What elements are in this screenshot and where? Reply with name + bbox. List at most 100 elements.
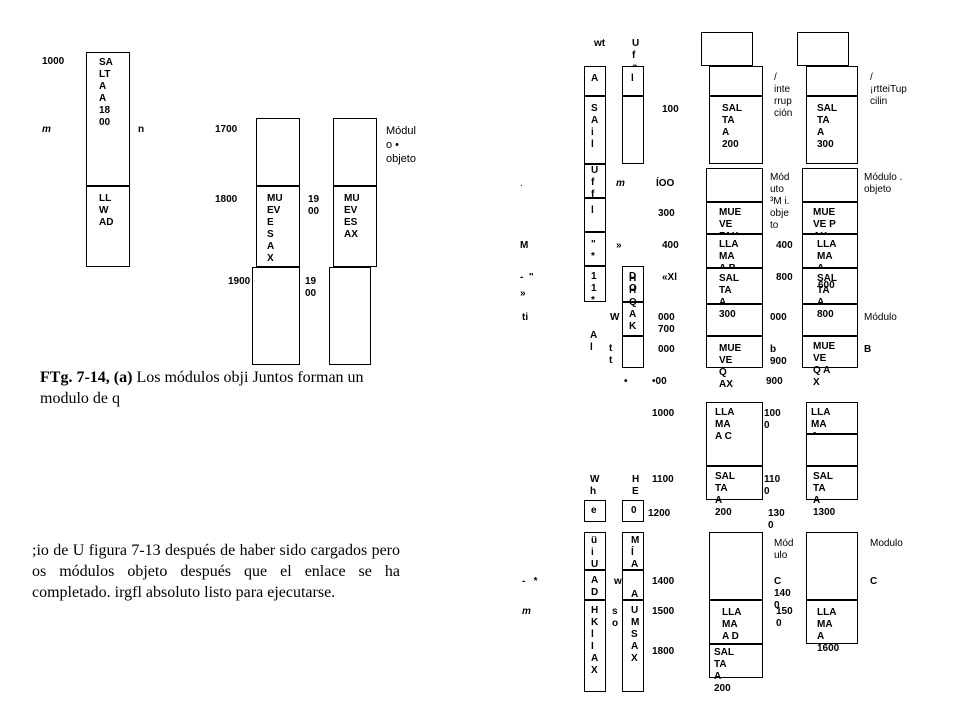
- box-text: l: [591, 205, 594, 216]
- segment-box: [797, 32, 849, 66]
- figure-number: FTg. 7-14, (a): [40, 369, 133, 386]
- box-text: e: [591, 505, 597, 516]
- box-text: U f f: [591, 165, 599, 200]
- box-text: S A i l: [591, 103, 599, 150]
- box-text: LLA MA A 1600: [817, 607, 840, 654]
- segment-text: SA LT A A 18 00: [99, 57, 113, 128]
- address-1700: 1700: [215, 124, 238, 135]
- box-text: H H Q A K: [629, 273, 637, 332]
- label-m: m: [42, 124, 51, 135]
- label-w: w: [614, 576, 622, 587]
- dash-star: - *: [522, 576, 538, 587]
- box-text: A: [591, 73, 599, 84]
- dot-mark: •: [624, 376, 628, 387]
- address-800: 800: [776, 272, 793, 283]
- module-label-d: Modulo: [870, 538, 903, 549]
- module-object-d: Módulo . objeto: [864, 172, 903, 195]
- address-b900: b 900: [770, 344, 787, 367]
- col-a-header: wt: [594, 38, 606, 49]
- narrow-box: M Í A: [622, 532, 644, 570]
- address-1800: 1800: [215, 194, 238, 205]
- segment-text: MU EV E S A X: [267, 193, 283, 264]
- label-M: M: [520, 240, 529, 251]
- address-1000-r: 1000: [652, 408, 675, 419]
- narrow-box: H H Q A K: [622, 273, 644, 336]
- box-text: SAL TA A 800: [817, 273, 837, 320]
- segment-box: SAL TA A 200: [709, 96, 763, 164]
- segment-box: [256, 118, 300, 186]
- label-n: n: [138, 124, 145, 135]
- segment-box: LLA MA A C: [706, 402, 763, 466]
- box-text: SAL TA A 1300: [813, 471, 836, 518]
- dot-mark: .: [520, 178, 523, 189]
- arrow-mark: »: [616, 240, 622, 251]
- label-xl: «Xl: [662, 272, 678, 283]
- segment-box: [802, 268, 858, 304]
- address-400-c: 400: [776, 240, 793, 251]
- segment-box: SAL TA A 200: [709, 644, 763, 694]
- interrupt-note-2: / ¡rtteiTup cilin: [870, 72, 907, 107]
- segment-box: [709, 532, 763, 600]
- address-300: 300: [658, 208, 675, 219]
- narrow-box: 0: [622, 500, 644, 522]
- figure-caption: FTg. 7-14, (a) Los módulos obji Juntos f…: [40, 367, 380, 409]
- segment-box: SA LT A A 18 00: [86, 52, 130, 186]
- label-C: C: [870, 576, 878, 587]
- label-s: s o: [612, 606, 619, 629]
- module-label-r: Módulo: [864, 312, 897, 323]
- narrow-box: ü i U: [584, 532, 606, 570]
- caption-text: Los módulos obji Juntos forman un modulo…: [40, 369, 364, 407]
- narrow-box: l: [584, 198, 606, 232]
- address-1900-a: 19 00: [308, 194, 320, 217]
- label-C-1400: C 140 0: [774, 576, 791, 611]
- quote-mark: »: [520, 288, 526, 299]
- address-1800-r: 1800: [652, 646, 675, 657]
- address-1100-c: 110 0: [764, 474, 781, 497]
- segment-box: LLA MA A: [802, 234, 858, 274]
- segment-box: LL W AD: [86, 186, 130, 267]
- address-1000: 1000: [42, 56, 65, 67]
- segment-box: [806, 532, 858, 600]
- segment-box: MU EV E S A X: [256, 186, 300, 267]
- segment-box: LLA MA A B: [706, 234, 763, 274]
- address-ioo: ÍOO: [656, 178, 675, 189]
- box-text: U M S A X: [631, 605, 640, 664]
- segment-box: MU EV ES AX: [333, 186, 377, 267]
- box-text: M Í A: [631, 535, 640, 570]
- box-text: 0: [631, 505, 637, 516]
- narrow-box: l: [622, 66, 644, 96]
- segment-box: [252, 267, 300, 365]
- segment-box: MUE VE P AX: [802, 202, 858, 242]
- segment-box: [709, 66, 763, 96]
- segment-box: LLA MA A D: [709, 600, 763, 644]
- narrow-box: e: [584, 500, 606, 522]
- narrow-box: U f f: [584, 164, 606, 200]
- module-object-c: Mód uto ³M i. obje to: [770, 172, 790, 231]
- col-b-label: H E: [632, 474, 640, 497]
- box-text: 1 1 *: [591, 271, 597, 306]
- address-1900: 1900: [228, 276, 251, 287]
- box-text: H K l I A X: [591, 605, 599, 676]
- col-a-text: A l: [590, 330, 598, 353]
- segment-box: MUE VE FAX: [706, 202, 763, 242]
- box-text: MUE VE Q AX: [719, 343, 742, 390]
- narrow-box: S A i l: [584, 96, 606, 164]
- box-text: SAL TA A 300: [719, 273, 739, 320]
- narrow-box: U M S A X: [622, 600, 644, 692]
- narrow-box: 1 1 *: [584, 266, 606, 306]
- dash-mark: - ": [520, 272, 534, 283]
- box-text: t t: [609, 343, 613, 366]
- address-1300: 130 0: [768, 508, 785, 531]
- module-label: Módul o • objeto: [386, 125, 416, 165]
- segment-box: MUE VE Q A X: [802, 336, 858, 388]
- address-1500: 1500: [652, 606, 675, 617]
- address-000-c: 000: [770, 312, 787, 323]
- box-text: SAL TA A 200: [714, 647, 734, 694]
- segment-box: [333, 118, 377, 186]
- label-ti: ti: [522, 312, 529, 323]
- box-text: ü i U: [591, 535, 599, 570]
- label-W: W: [610, 312, 620, 323]
- box-text: LLA MA A C: [715, 407, 735, 442]
- segment-box: SAL TA A 300: [806, 96, 858, 164]
- segment-box: SAL TA A 800: [802, 273, 858, 336]
